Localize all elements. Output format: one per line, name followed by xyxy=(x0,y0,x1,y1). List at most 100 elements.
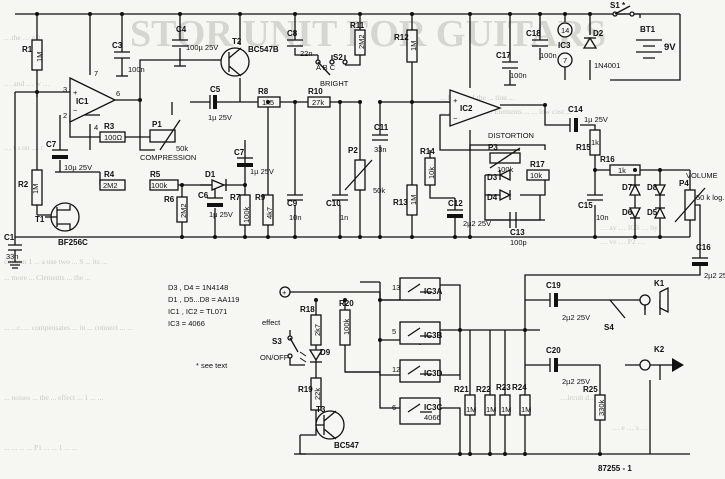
svg-text:R13: R13 xyxy=(393,198,408,207)
transistor-T2: T2 BC547B xyxy=(220,37,279,77)
svg-text:R15: R15 xyxy=(576,143,591,152)
svg-text:2µ2 25V: 2µ2 25V xyxy=(704,271,725,280)
svg-text:C13: C13 xyxy=(510,228,525,237)
svg-text:100n: 100n xyxy=(540,51,557,60)
svg-text:−: − xyxy=(73,106,78,115)
svg-text:100µ 25V: 100µ 25V xyxy=(186,43,218,52)
svg-text:R3: R3 xyxy=(104,122,115,131)
svg-text:VOLUME: VOLUME xyxy=(686,171,718,180)
diode-D7: D7 xyxy=(622,183,642,196)
capacitor-C9: C9 10n xyxy=(287,194,303,222)
resistor-R7: R7 100k xyxy=(230,193,251,226)
diode-D5: D5 xyxy=(647,206,667,219)
switch-S3-effect[interactable]: S3 effect ON/OFF xyxy=(260,318,299,362)
svg-text:R7: R7 xyxy=(230,193,241,202)
resistor-R16: R16 1k xyxy=(600,155,641,176)
jack-K1[interactable]: K1 xyxy=(639,279,669,314)
capacitor-C6: C6 1µ 25V xyxy=(198,191,233,219)
jack-K2[interactable]: K2 xyxy=(639,345,684,372)
svg-text:R16: R16 xyxy=(600,155,615,164)
capacitor-C13: C13 100p xyxy=(509,212,527,247)
diode-D4: D4 xyxy=(487,188,512,202)
svg-text:R6: R6 xyxy=(164,195,175,204)
svg-text:1N4001: 1N4001 xyxy=(594,61,620,70)
opamp-IC1: IC1 + − 3 2 7 4 6 xyxy=(63,69,120,132)
svg-text:2µ2 25V: 2µ2 25V xyxy=(463,219,491,228)
ghost-col2-line2: ... ... ...oduct ... ... Elements ... ..… xyxy=(440,107,572,116)
svg-text:C4: C4 xyxy=(176,25,187,34)
analog-switch-IC3C: IC3C 4066 6 xyxy=(392,397,442,425)
svg-text:10n: 10n xyxy=(289,213,302,222)
legend-line1: D3 , D4 = 1N4148 xyxy=(168,283,228,292)
svg-text:… e … s …: … e … s … xyxy=(612,423,648,432)
svg-text:… and … w …: … and … w … xyxy=(4,79,50,88)
svg-text:100n: 100n xyxy=(128,65,145,74)
svg-text:R21: R21 xyxy=(454,385,469,394)
svg-text:4066: 4066 xyxy=(424,413,441,422)
svg-text:100k: 100k xyxy=(151,181,168,190)
diode-D2: D2 1N4001 xyxy=(582,29,620,70)
svg-text:330k: 330k xyxy=(597,399,606,416)
analog-switch-IC3B: IC3B 5 xyxy=(392,321,442,345)
svg-text:BF256C: BF256C xyxy=(58,238,88,247)
svg-text:D4: D4 xyxy=(487,193,498,202)
resistor-R17: R17 10k xyxy=(526,160,550,181)
capacitor-C8: C8 22n xyxy=(287,29,313,58)
svg-text:1µ 25V: 1µ 25V xyxy=(250,167,274,176)
svg-text:3: 3 xyxy=(63,85,67,94)
resistor-R21: R21 1M xyxy=(454,385,476,416)
resistor-R11: R11 2M2 xyxy=(350,21,366,56)
svg-text:100n: 100n xyxy=(510,71,527,80)
svg-text:6: 6 xyxy=(392,403,396,412)
resistor-R15: R15 1k xyxy=(576,129,601,156)
legend-line3: IC1 , IC2 = TL071 xyxy=(168,307,227,316)
svg-text:2µ2 25V: 2µ2 25V xyxy=(562,313,590,322)
resistor-R19: R19 22k xyxy=(298,377,322,411)
ghost-col1-line4: ... noises ... the ... effect ... 1 ... … xyxy=(4,393,103,402)
potentiometer-P4[interactable]: P4 50 k log. VOLUME xyxy=(674,171,724,223)
resistor-R3: R3 100Ω xyxy=(99,122,126,143)
svg-text:IC2: IC2 xyxy=(460,104,473,113)
capacitor-C20: C20 2µ2 25V xyxy=(546,346,590,386)
svg-text:C7: C7 xyxy=(234,148,245,157)
svg-text:R19: R19 xyxy=(298,385,313,394)
svg-text:IC3C: IC3C xyxy=(424,403,442,412)
switch-S1[interactable]: S1 * xyxy=(610,1,635,17)
svg-text:C15: C15 xyxy=(578,201,593,210)
svg-text:100k: 100k xyxy=(342,318,351,335)
capacitor-C18: C18 100n xyxy=(526,29,557,60)
svg-text:R1: R1 xyxy=(22,45,33,54)
potentiometer-P2[interactable]: P2 50k xyxy=(344,146,385,195)
svg-text:1M: 1M xyxy=(409,41,418,51)
svg-text:R4: R4 xyxy=(104,170,115,179)
svg-text:R2: R2 xyxy=(18,180,29,189)
svg-text:C10: C10 xyxy=(326,199,341,208)
svg-text:13: 13 xyxy=(392,283,400,292)
svg-text:DISTORTION: DISTORTION xyxy=(488,131,534,140)
svg-text:R20: R20 xyxy=(339,299,354,308)
svg-text:2M2: 2M2 xyxy=(357,34,366,49)
svg-text:D9: D9 xyxy=(320,348,331,357)
svg-text:IC3A: IC3A xyxy=(424,287,442,296)
switch-S2[interactable]: S2 A B C BRIGHT xyxy=(315,53,349,88)
resistor-R13: R13 1M xyxy=(393,184,418,216)
svg-text:C19: C19 xyxy=(546,281,561,290)
resistor-R10: R10 27k xyxy=(307,87,331,108)
svg-text:1M: 1M xyxy=(31,184,40,194)
svg-text:S1 *: S1 * xyxy=(610,1,626,10)
svg-text:2M2: 2M2 xyxy=(179,203,188,218)
svg-text:6: 6 xyxy=(116,89,120,98)
resistor-R2: R2 1M xyxy=(18,169,43,206)
capacitor-C14: C14 1µ 25V xyxy=(568,105,608,132)
resistor-R4: R4 2M2 xyxy=(99,170,126,191)
svg-text:BRIGHT: BRIGHT xyxy=(320,79,349,88)
svg-text:R17: R17 xyxy=(530,160,545,169)
svg-text:… t s on … r: … t s on … r xyxy=(4,143,44,152)
svg-text:22n: 22n xyxy=(300,49,313,58)
potentiometer-P3[interactable]: P3 100k DISTORTION xyxy=(488,131,534,174)
switch-S4[interactable]: S4 xyxy=(604,299,626,332)
transistor-T1: T1 BF256C xyxy=(35,202,88,247)
svg-text:R18: R18 xyxy=(300,305,315,314)
svg-text:C14: C14 xyxy=(568,105,583,114)
wiring-top xyxy=(14,13,701,331)
